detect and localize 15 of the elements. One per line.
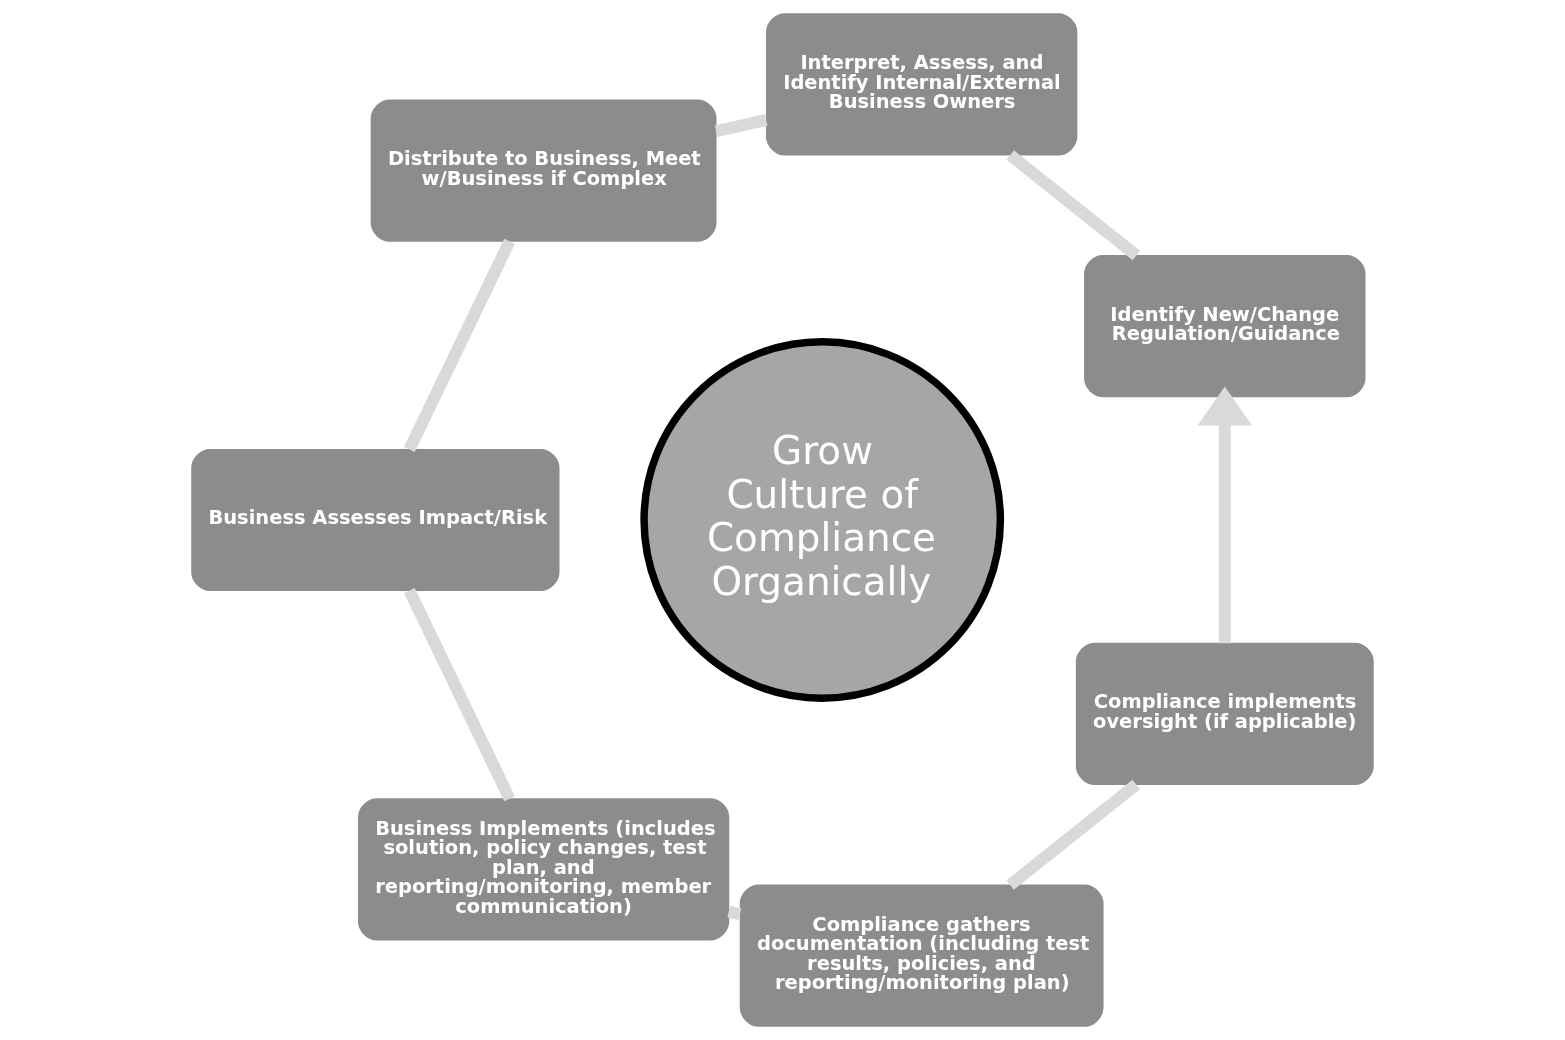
node-box: Business Assesses Impact/Risk — [191, 448, 560, 592]
connector — [403, 238, 515, 452]
connector — [714, 114, 768, 138]
connector — [404, 588, 516, 802]
node-circle: Grow Culture of Compliance Organically — [640, 338, 1005, 702]
node-box: Interpret, Assess, and Identify Internal/External Business Owners — [765, 13, 1078, 156]
node-box: Distribute to Business, Meet w/Business if Complex — [370, 99, 717, 242]
node-box: Business Implements (includes solution, policy changes, test plan, and reporting/monitoring, member communication) — [358, 798, 730, 941]
node-box: Compliance gathers documentation (including test results, policies, and reporting/monitoring plan) — [739, 884, 1104, 1027]
connector — [1006, 779, 1140, 890]
node-box: Identify New/Change Regulation/Guidance — [1084, 255, 1366, 398]
node-box: Compliance implements oversight (if applicable) — [1075, 642, 1374, 785]
connector — [727, 905, 742, 920]
arrow — [1197, 386, 1253, 644]
connector — [1006, 150, 1141, 261]
